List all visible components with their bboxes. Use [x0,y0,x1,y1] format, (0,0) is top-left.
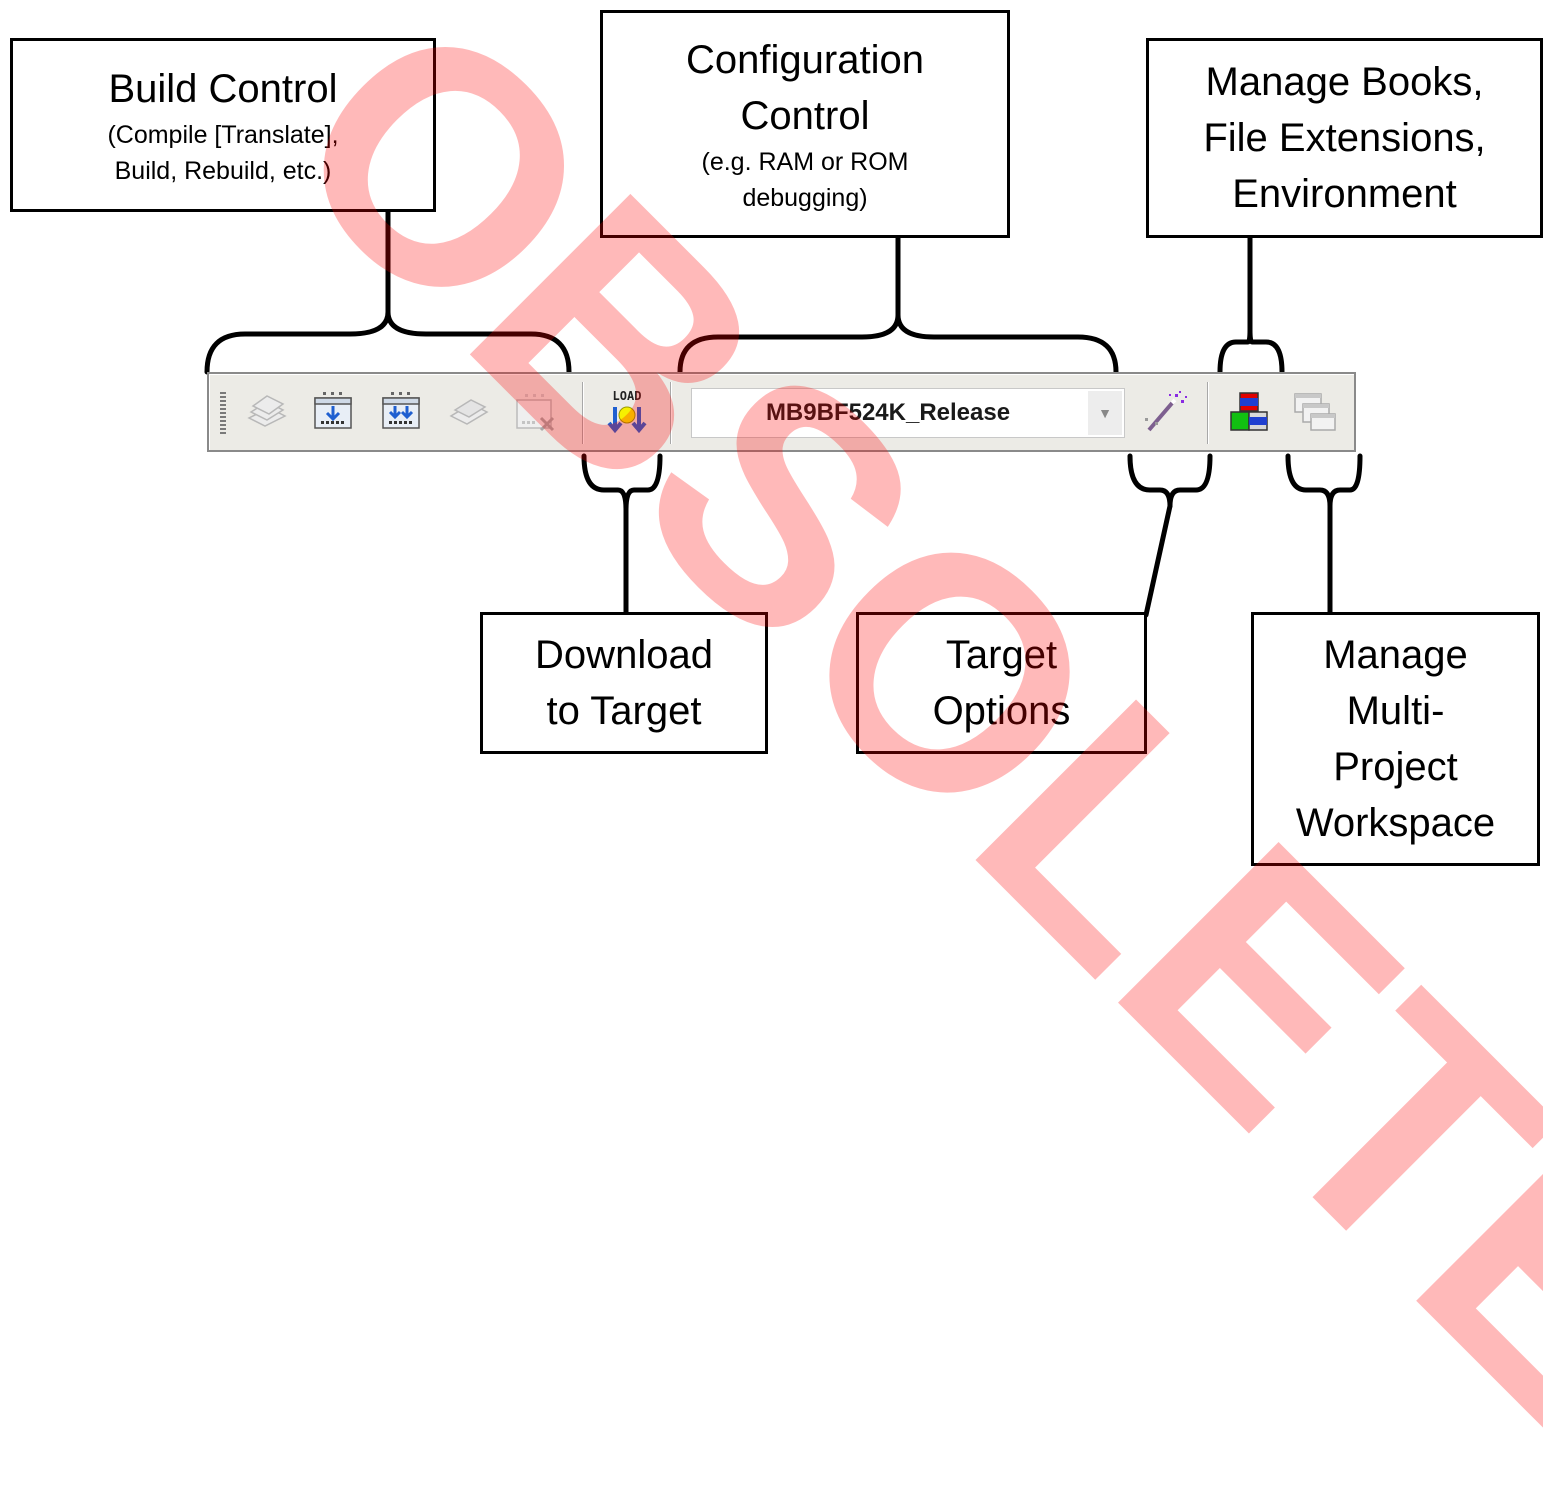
callout-configuration-control: Configuration Control (e.g. RAM or ROM d… [600,10,1010,238]
rebuild-icon [382,392,420,429]
callout-download-line2: to Target [546,689,702,733]
manage-books-button[interactable] [1221,388,1277,436]
chevron-down-icon[interactable]: ▼ [1088,391,1122,435]
clean-button[interactable] [511,388,559,436]
callout-books-line1: Manage Books, [1205,60,1484,104]
callout-config-line1: Configuration [686,38,924,82]
callout-build-control-line1: (Compile [Translate], [107,121,339,149]
callout-target-options: Target Options [856,612,1147,754]
callout-config-line4: debugging) [742,184,868,212]
compile-button[interactable] [243,388,291,436]
callout-manage-books: Manage Books, File Extensions, Environme… [1146,38,1543,238]
callout-books-line3: Environment [1232,172,1457,216]
callout-download-line1: Download [535,633,713,677]
multi-project-icon [1294,393,1336,431]
toolbar-separator [1207,382,1209,444]
clean-icon [516,394,555,432]
callout-build-control-title: Build Control [108,67,338,111]
configuration-select-value: MB9BF524K_Release [765,399,1011,426]
compile-icon [247,395,287,427]
load-label: LOAD [613,389,642,403]
stop-build-icon [449,399,489,425]
configuration-select[interactable]: MB9BF524K_Release ▼ [691,388,1125,438]
stop-build-button[interactable] [445,388,493,436]
callout-multi-project: Manage Multi- Project Workspace [1251,612,1540,866]
target-options-icon [1145,391,1187,432]
connector-lines [204,209,1363,618]
callout-multi-line4: Workspace [1295,801,1496,845]
load-icon: LOAD [607,389,647,434]
build-button[interactable] [309,388,357,436]
callout-multi-line2: Multi- [1346,689,1445,733]
project-toolbar: LOAD MB9BF524K_Release ▼ [207,372,1356,452]
toolbar-grip[interactable] [220,392,226,436]
callout-target-line1: Target [945,633,1058,677]
manage-books-icon [1230,392,1268,431]
callout-books-line2: File Extensions, [1203,116,1486,160]
callout-build-control: Build Control (Compile [Translate], Buil… [10,38,436,212]
build-icon [314,392,352,429]
toolbar-separator [670,382,672,444]
rebuild-button[interactable] [377,388,425,436]
toolbar-separator [582,382,584,444]
callout-multi-line3: Project [1333,745,1458,789]
callout-multi-line1: Manage [1323,633,1468,677]
callout-config-line2: Control [740,94,870,138]
multi-project-button[interactable] [1287,388,1343,436]
target-options-button[interactable] [1137,388,1193,436]
callout-build-control-line2: Build, Rebuild, etc.) [114,157,332,185]
download-button[interactable]: LOAD [599,388,655,436]
callout-download: Download to Target [480,612,768,754]
callout-target-line2: Options [932,689,1071,733]
callout-config-line3: (e.g. RAM or ROM [701,148,909,176]
